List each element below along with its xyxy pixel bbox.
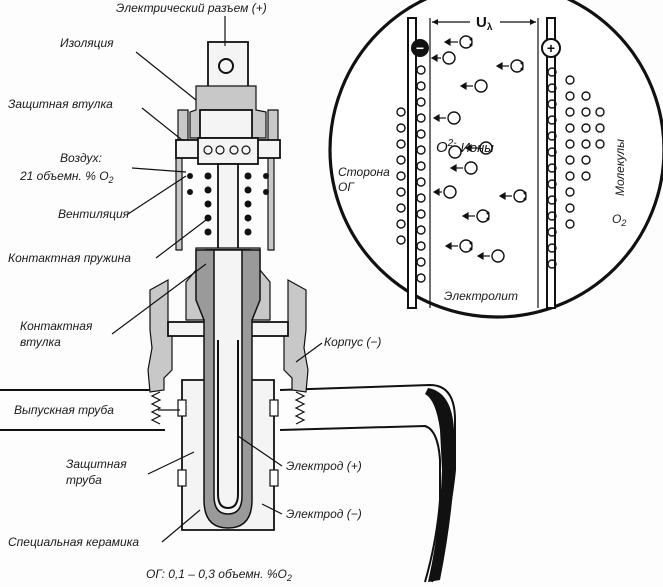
molecule-circles	[547, 67, 605, 269]
label-contact-sleeve-2: втулка	[20, 335, 61, 349]
ions-label: O2-Ионы	[436, 138, 494, 156]
molecules-label: Молекулы	[613, 139, 627, 196]
label-insulation: Изоляция	[60, 36, 114, 50]
voltage-label: Uλ	[476, 14, 493, 33]
electrolyte-left-wall	[407, 17, 417, 309]
label-air-2: 21 объемн. % O2	[19, 169, 114, 185]
label-housing: Корпус (−)	[324, 335, 381, 349]
labels: Электрический разъем (+) Изоляция Защитн…	[8, 1, 381, 583]
connector-hole	[218, 58, 234, 74]
label-protective-tube-2: труба	[66, 473, 102, 487]
label-special-ceramic: Специальная керамика	[8, 535, 139, 549]
contact-spring	[187, 172, 269, 236]
thread	[150, 391, 306, 425]
electrolyte-right-wall	[546, 17, 556, 309]
minus-sign: −	[416, 40, 424, 56]
ion-arrows	[430, 37, 512, 261]
leader-lines	[111, 16, 323, 543]
ion-diagram-inset: Uλ − + O2-Ионы Сторона ОГ Молекулы O2 Эл…	[328, 0, 663, 319]
exhaust-side-label-2: ОГ	[338, 180, 355, 194]
label-electrode-plus: Электрод (+)	[286, 459, 362, 473]
o2-label: O2	[612, 212, 626, 228]
connector-tab	[207, 41, 249, 93]
label-electrode-minus: Электрод (−)	[286, 507, 362, 521]
label-protective-tube-1: Защитная	[66, 457, 127, 471]
label-connector: Электрический разъем (+)	[116, 1, 267, 15]
label-air-1: Воздух:	[60, 151, 102, 165]
label-contact-sleeve-1: Контактная	[20, 319, 93, 333]
exhaust-side-circles	[396, 65, 426, 283]
exhaust-pipe-wall	[279, 383, 456, 583]
label-bottom-note: ОГ: 0,1 – 0,3 объемн. %O2	[146, 567, 292, 583]
protective-sleeve	[175, 109, 189, 251]
housing	[147, 278, 173, 393]
label-protective-sleeve: Защитная втулка	[8, 97, 113, 111]
electrolyte-label: Электролит	[444, 289, 518, 303]
pipe-shadow	[425, 388, 454, 582]
plus-sign: +	[547, 40, 555, 56]
sensor-body	[0, 41, 456, 583]
ceramic-inner	[213, 249, 243, 515]
oxygen-ions	[442, 35, 527, 263]
label-contact-spring: Контактная пружина	[8, 251, 131, 265]
label-ventilation: Вентиляция	[58, 207, 130, 221]
exhaust-side-label-1: Сторона	[338, 165, 390, 179]
label-exhaust-pipe: Выпускная труба	[14, 403, 114, 417]
plus-terminal	[541, 38, 561, 58]
minus-terminal	[411, 39, 429, 57]
